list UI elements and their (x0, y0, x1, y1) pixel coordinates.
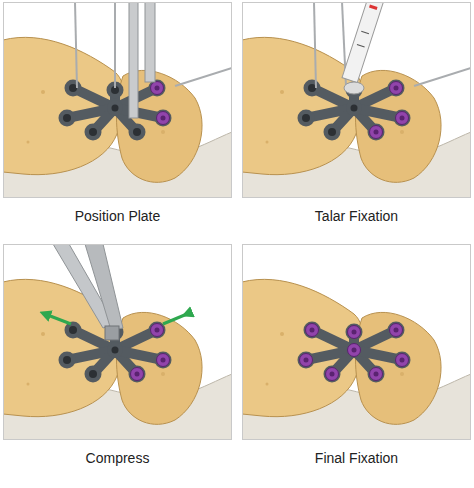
step-caption: Talar Fixation (242, 206, 471, 226)
panel-frame (242, 244, 471, 440)
panel-art (242, 279, 471, 440)
panel-frame (3, 2, 232, 198)
panel-art (242, 2, 471, 198)
step-caption: Compress (3, 448, 232, 468)
step-panel: Talar Fixation (242, 2, 471, 234)
step-caption: Position Plate (3, 206, 232, 226)
panel-art (3, 2, 232, 198)
step-panel: Position Plate (3, 2, 232, 234)
panel-art (3, 244, 232, 440)
panel-frame (3, 244, 232, 440)
panel-frame (242, 2, 471, 198)
step-panel: Final Fixation (242, 244, 471, 476)
step-caption: Final Fixation (242, 448, 471, 468)
step-panel: Compress (3, 244, 232, 476)
